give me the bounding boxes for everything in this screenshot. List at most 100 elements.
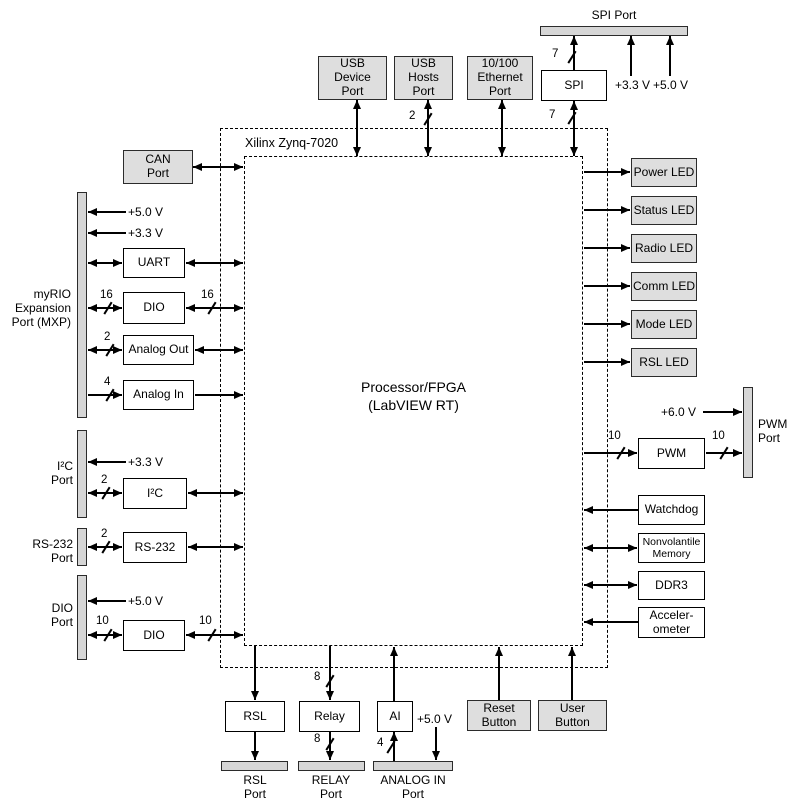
- connector-line: [195, 394, 243, 396]
- arrowhead-left: [88, 596, 97, 605]
- bus-width-spi-top: 7: [552, 48, 559, 60]
- bus-width-spi-bottom: 7: [549, 109, 556, 121]
- arrowhead-left: [88, 457, 97, 466]
- arrowhead-right: [234, 162, 243, 171]
- connector-line: [188, 546, 243, 548]
- connector-line: [584, 285, 630, 287]
- spi-box: SPI: [541, 70, 607, 101]
- arrowhead-right: [628, 580, 637, 589]
- bus-width-pwm-right: 10: [712, 430, 725, 442]
- arrowhead-up: [567, 647, 576, 656]
- connector-line: [356, 100, 358, 156]
- arrowhead-right: [621, 281, 630, 290]
- arrowhead-right: [234, 630, 243, 639]
- arrowhead-left: [88, 228, 97, 237]
- rsl-led-box: RSL LED: [631, 348, 697, 377]
- dio-connector-bar: [77, 575, 87, 660]
- bus-width-rs232: 2: [101, 528, 108, 540]
- arrowhead-down: [325, 751, 334, 760]
- arrowhead-up: [389, 732, 398, 741]
- arrowhead-right: [113, 488, 122, 497]
- bus-width-dio-right: 10: [199, 615, 212, 627]
- arrowhead-left: [584, 617, 593, 626]
- arrowhead-up: [569, 36, 578, 45]
- connector-line: [88, 600, 126, 602]
- usb-hosts-port-box: USB Hosts Port: [394, 56, 453, 100]
- arrowhead-up: [497, 100, 506, 109]
- bus-width-relay-bottom: 8: [314, 733, 321, 745]
- connector-line: [573, 101, 575, 156]
- processor-fpga-label: Processor/FPGA (LabVIEW RT): [360, 379, 467, 414]
- connector-line: [498, 647, 500, 700]
- connector-line: [501, 100, 503, 156]
- arrowhead-right: [234, 258, 243, 267]
- connector-line: [584, 621, 638, 623]
- connector-line: [630, 36, 632, 76]
- user-button-box: User Button: [538, 700, 607, 731]
- connector-line: [195, 349, 243, 351]
- connector-line: [186, 262, 243, 264]
- zynq-chip-label: Xilinx Zynq-7020: [245, 136, 339, 150]
- connector-line: [584, 171, 630, 173]
- relay-port-connector-bar: [298, 761, 365, 771]
- arrowhead-right: [234, 488, 243, 497]
- arrowhead-right: [733, 407, 742, 416]
- arrowhead-down: [352, 147, 361, 156]
- arrowhead-down: [325, 691, 334, 700]
- pwm-connector-bar: [743, 387, 753, 478]
- arrowhead-left: [88, 207, 97, 216]
- connector-line: [584, 452, 637, 454]
- mxp-connector-bar: [77, 192, 87, 418]
- status-led-box: Status LED: [631, 196, 697, 225]
- connector-line: [584, 323, 630, 325]
- arrowhead-left: [88, 345, 97, 354]
- connector-line: [669, 36, 671, 76]
- top-5v0-label: +5.0 V: [653, 78, 689, 92]
- mode-led-box: Mode LED: [631, 310, 697, 339]
- arrowhead-left: [88, 630, 97, 639]
- rs232-port-label: RS-232 Port: [32, 537, 73, 566]
- connector-line: [88, 232, 126, 234]
- arrowhead-left: [584, 580, 593, 589]
- i2c-connector-bar: [77, 430, 87, 518]
- connector-line: [329, 646, 331, 700]
- bus-width-analog-out: 2: [104, 331, 111, 343]
- reset-button-box: Reset Button: [467, 700, 531, 731]
- connector-line: [584, 584, 637, 586]
- arrowhead-right: [113, 303, 122, 312]
- arrowhead-right: [628, 448, 637, 457]
- arrowhead-up: [352, 100, 361, 109]
- rsl-box: RSL: [225, 701, 285, 732]
- arrowhead-right: [234, 345, 243, 354]
- arrowhead-left: [193, 162, 202, 171]
- arrowhead-up: [423, 100, 432, 109]
- pwm-port-label: PWM Port: [758, 417, 788, 446]
- arrowhead-left: [88, 542, 97, 551]
- rs232-connector-bar: [77, 528, 87, 566]
- arrowhead-right: [621, 357, 630, 366]
- ethernet-port-box: 10/100 Ethernet Port: [467, 56, 533, 100]
- arrowhead-down: [569, 147, 578, 156]
- power-led-box: Power LED: [631, 158, 697, 187]
- connector-line: [393, 732, 395, 761]
- arrowhead-up: [569, 101, 578, 110]
- connector-line: [393, 647, 395, 701]
- i2c-port-label: I²C Port: [50, 459, 73, 488]
- connector-line: [571, 647, 573, 700]
- dio-box: DIO: [123, 620, 185, 651]
- connector-line: [88, 349, 122, 351]
- arrowhead-right: [113, 258, 122, 267]
- arrowhead-right: [234, 390, 243, 399]
- arrowhead-left: [188, 542, 197, 551]
- arrowhead-right: [234, 542, 243, 551]
- arrowhead-up: [626, 36, 635, 45]
- arrowhead-left: [88, 488, 97, 497]
- pwm-box: PWM: [638, 438, 705, 469]
- ai-box: AI: [377, 701, 413, 732]
- connector-line: [88, 211, 126, 213]
- i2c-3v3-label: +3.3 V: [128, 455, 164, 469]
- arrowhead-left: [88, 303, 97, 312]
- usb-device-port-box: USB Device Port: [318, 56, 387, 100]
- ddr3-box: DDR3: [638, 571, 705, 600]
- connector-line: [329, 732, 331, 760]
